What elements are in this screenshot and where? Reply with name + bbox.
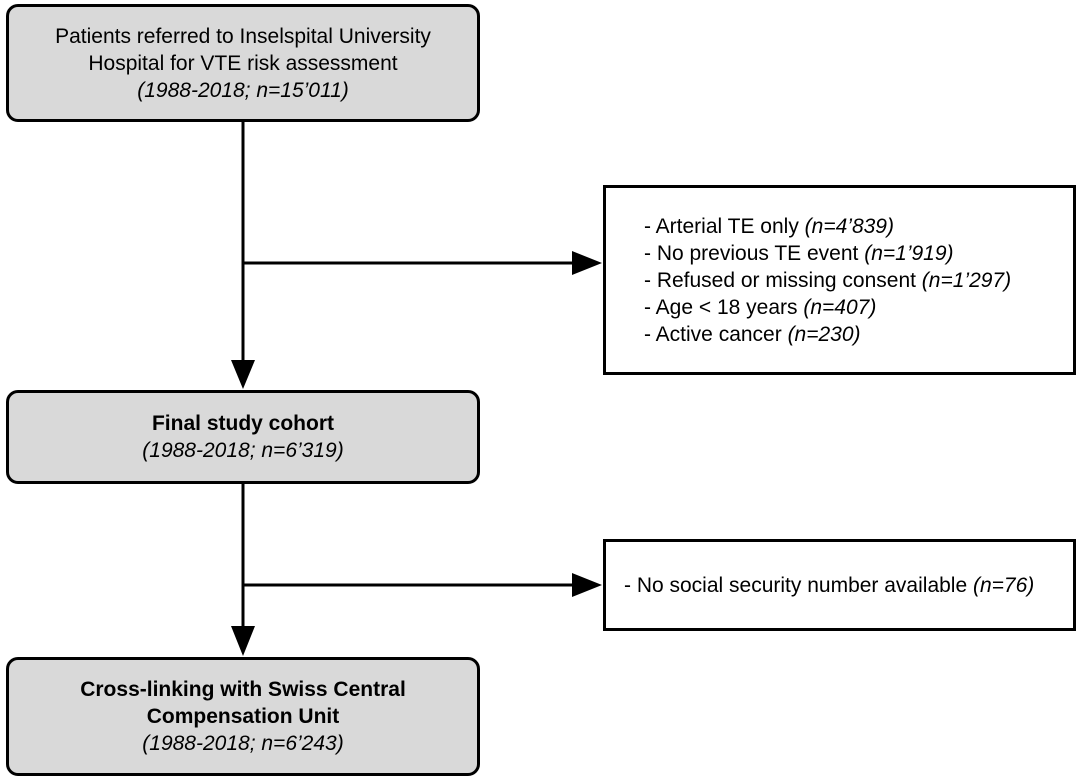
arrowhead-exclusion2 (572, 573, 602, 597)
arrowhead-exclusion1 (572, 251, 602, 275)
exclusion1-item: - Refused or missing consent (n=1’297) (644, 267, 1073, 294)
exclusion1-item-count: (n=1’919) (864, 241, 954, 265)
box3-detail: (1988-2018; n=6’243) (142, 732, 344, 755)
exclusion1-item-text: - Arterial TE only (644, 214, 805, 238)
exclusion1-item-text: - Age < 18 years (644, 295, 804, 319)
final-cohort-box: Final study cohort (1988-2018; n=6’319) (6, 390, 480, 484)
box1-line2: Hospital for VTE risk assessment (88, 51, 398, 75)
exclusion1-item-count: (n=407) (803, 295, 877, 319)
arrowhead-box2 (231, 360, 255, 389)
exclusion1-item: - No previous TE event (n=1’919) (644, 240, 1073, 267)
exclusion1-item-text: - Active cancer (644, 322, 788, 346)
exclusion2-item-count: (n=76) (972, 573, 1035, 597)
exclusion1-item: - Age < 18 years (n=407) (644, 294, 1073, 321)
exclusion1-item: - Arterial TE only (n=4’839) (644, 213, 1073, 240)
cross-linking-box: Cross-linking with Swiss Central Compens… (6, 657, 480, 776)
exclusion1-item-count: (n=230) (787, 322, 861, 346)
box1-line1: Patients referred to Inselspital Univers… (55, 24, 431, 48)
exclusion-box-1: - Arterial TE only (n=4’839) - No previo… (603, 185, 1076, 375)
exclusion1-item-text: - Refused or missing consent (644, 268, 922, 292)
box2-title: Final study cohort (151, 412, 334, 435)
box1-line3: (1988-2018; n=15’011) (137, 78, 349, 102)
box2-detail: (1988-2018; n=6’319) (142, 439, 344, 462)
exclusion2-item: - No social security number available (n… (624, 572, 1073, 599)
exclusion1-item-text: - No previous TE event (644, 241, 865, 265)
exclusion-box-2: - No social security number available (n… (603, 539, 1076, 631)
box3-title-line2: Compensation Unit (146, 705, 340, 728)
referred-patients-box: Patients referred to Inselspital Univers… (6, 4, 480, 122)
exclusion1-item-count: (n=4’839) (804, 214, 894, 238)
exclusion2-item-text: - No social security number available (624, 573, 973, 597)
exclusion1-item: - Active cancer (n=230) (644, 321, 1073, 348)
exclusion1-item-count: (n=1’297) (921, 268, 1012, 292)
arrowhead-box3 (231, 626, 255, 656)
box3-title-line1: Cross-linking with Swiss Central (80, 678, 406, 701)
